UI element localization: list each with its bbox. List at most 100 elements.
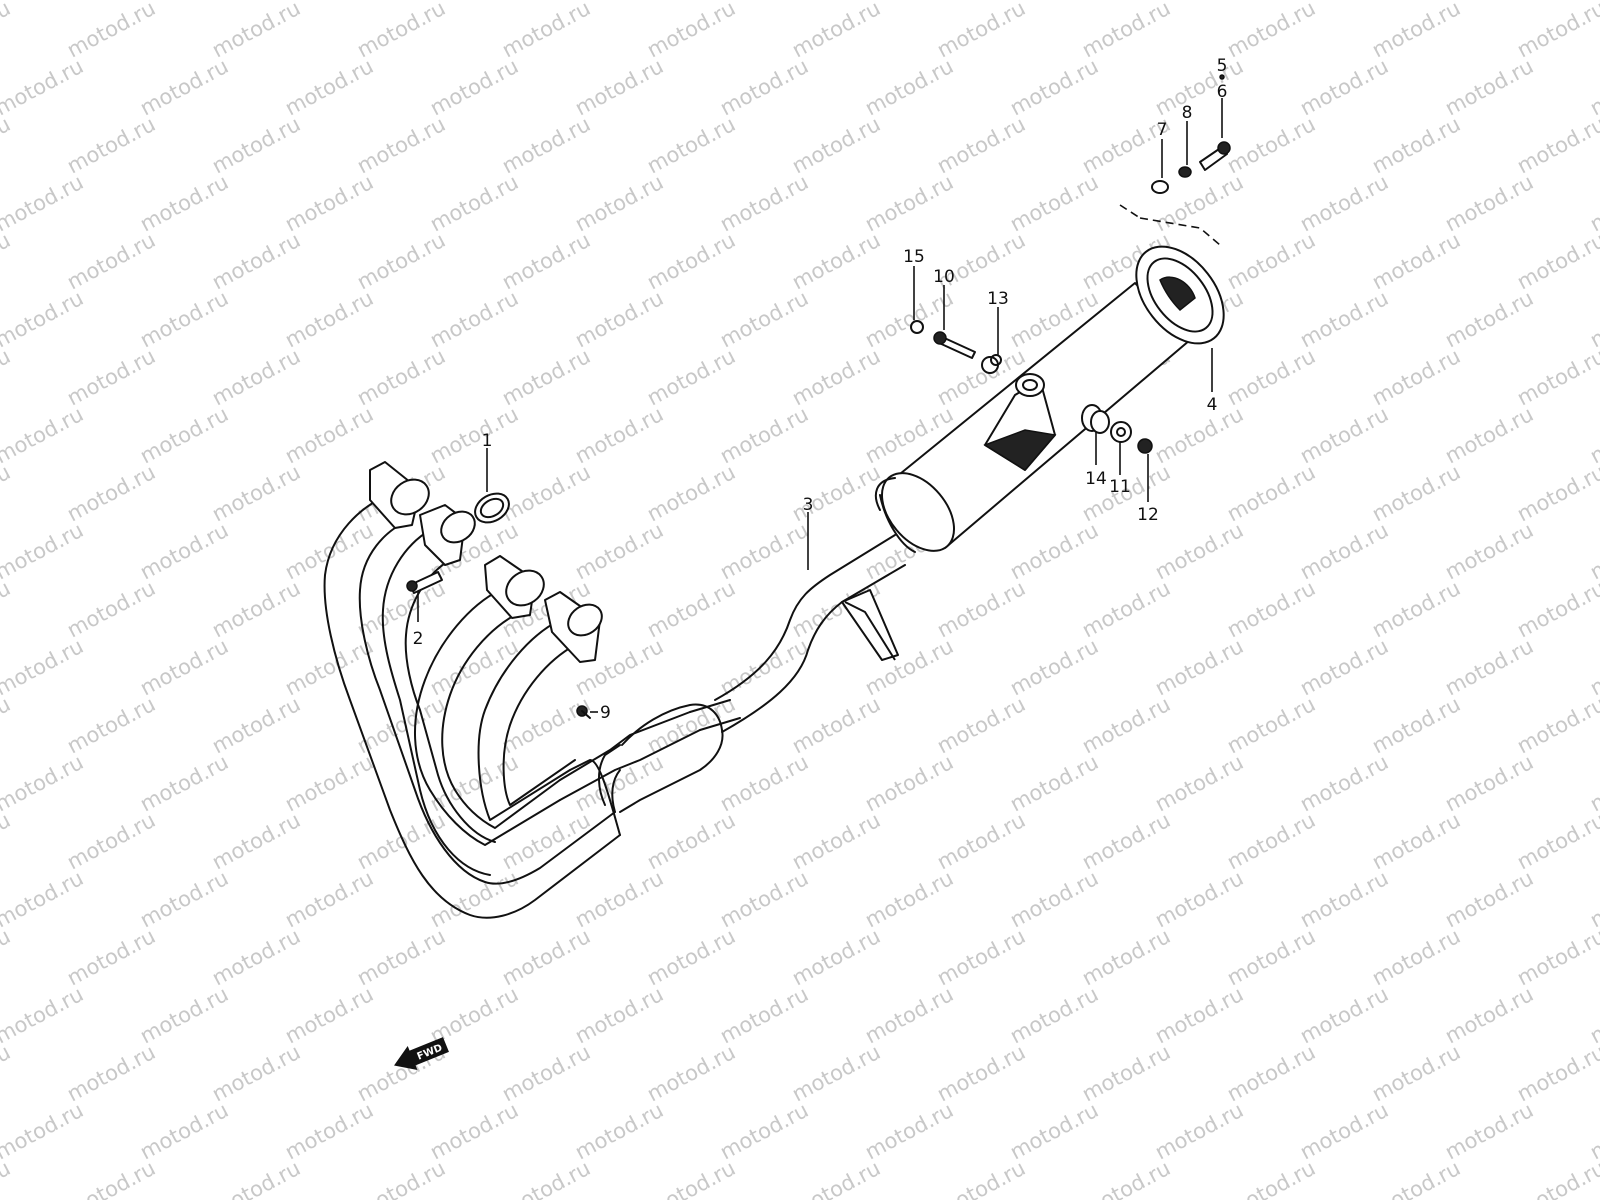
watermark-text: motod.ru: [0, 1098, 87, 1164]
watermark-text: motod.ru: [208, 576, 304, 642]
watermark-text: motod.ru: [1368, 228, 1464, 294]
watermark-text: motod.ru: [1441, 286, 1537, 352]
watermark-text: motod.ru: [353, 924, 449, 990]
watermark-text: motod.ru: [1368, 576, 1464, 642]
watermark-text: motod.ru: [571, 1098, 667, 1164]
watermark-text: motod.ru: [1513, 808, 1600, 874]
watermark-text: motod.ru: [1513, 924, 1600, 990]
watermark-text: motod.ru: [208, 0, 304, 62]
watermark-text: motod.ru: [643, 112, 739, 178]
watermark-text: motod.ru: [0, 808, 14, 874]
watermark-text: motod.ru: [1078, 808, 1174, 874]
watermark-text: motod.ru: [208, 112, 304, 178]
watermark-text: motod.ru: [136, 402, 232, 468]
watermark-text: motod.ru: [63, 0, 159, 62]
watermark-text: motod.ru: [1441, 634, 1537, 700]
watermark-text: motod.ru: [1368, 808, 1464, 874]
watermark-text: motod.ru: [1586, 982, 1600, 1048]
watermark-text: motod.ru: [426, 170, 522, 236]
watermark-text: motod.ru: [1441, 402, 1537, 468]
watermark-text: motod.ru: [1296, 54, 1392, 120]
watermark-text: motod.ru: [1441, 518, 1537, 584]
watermark-text: motod.ru: [788, 924, 884, 990]
clamp-screw: [576, 705, 591, 719]
watermark-text: motod.ru: [208, 808, 304, 874]
watermark-text: motod.ru: [498, 1156, 594, 1200]
watermark-text: motod.ru: [933, 1040, 1029, 1106]
watermark-text: motod.ru: [643, 808, 739, 874]
watermark-text: motod.ru: [861, 750, 957, 816]
watermark-text: motod.ru: [353, 808, 449, 874]
watermark-text: motod.ru: [0, 112, 14, 178]
watermark-text: motod.ru: [0, 750, 87, 816]
watermark-text: motod.ru: [63, 924, 159, 990]
watermark-text: motod.ru: [643, 228, 739, 294]
watermark-text: motod.ru: [571, 286, 667, 352]
watermark-text: motod.ru: [716, 402, 812, 468]
watermark-text: motod.ru: [1586, 750, 1600, 816]
watermark-text: motod.ru: [208, 1040, 304, 1106]
watermark-text: motod.ru: [1586, 170, 1600, 236]
watermark-text: motod.ru: [643, 1040, 739, 1106]
watermark-text: motod.ru: [716, 1098, 812, 1164]
watermark-text: motod.ru: [861, 866, 957, 932]
watermark-text: motod.ru: [281, 286, 377, 352]
watermark-text: motod.ru: [1513, 112, 1600, 178]
watermark-text: motod.ru: [353, 228, 449, 294]
watermark-text: motod.ru: [1151, 866, 1247, 932]
callout-leaders: [417, 98, 1223, 713]
watermark-text: motod.ru: [933, 808, 1029, 874]
watermark-text: motod.ru: [1441, 982, 1537, 1048]
watermark-text: motod.ru: [0, 54, 87, 120]
watermark-text: motod.ru: [0, 634, 87, 700]
watermark-text: motod.ru: [643, 344, 739, 410]
watermark-text: motod.ru: [788, 808, 884, 874]
watermark-text: motod.ru: [788, 692, 884, 758]
watermark-text: motod.ru: [353, 344, 449, 410]
watermark-text: motod.ru: [1223, 924, 1319, 990]
exhaust-header-pipes: [323, 491, 741, 919]
watermark-text: motod.ru: [63, 1156, 159, 1200]
callout-5: 5: [1217, 56, 1228, 76]
watermark-text: motod.ru: [1078, 924, 1174, 990]
watermark-text: motod.ru: [1368, 344, 1464, 410]
watermark-text: motod.ru: [1223, 1156, 1319, 1200]
watermark-text: motod.ru: [498, 0, 594, 62]
callout-6: 6: [1217, 82, 1228, 102]
watermark-text: motod.ru: [1078, 1156, 1174, 1200]
watermark-text: motod.ru: [861, 54, 957, 120]
watermark-text: motod.ru: [571, 402, 667, 468]
watermark-text: motod.ru: [1151, 1098, 1247, 1164]
watermark-text: motod.ru: [1223, 808, 1319, 874]
watermark-text: motod.ru: [0, 1040, 14, 1106]
watermark-text: motod.ru: [1078, 0, 1174, 62]
watermark-text: motod.ru: [716, 170, 812, 236]
watermark-text: motod.ru: [1006, 518, 1102, 584]
callout-4: 4: [1207, 395, 1218, 415]
watermark-text: motod.ru: [1513, 576, 1600, 642]
watermark-text: motod.ru: [861, 982, 957, 1048]
watermark-text: motod.ru: [1296, 286, 1392, 352]
watermark-text: motod.ru: [63, 460, 159, 526]
watermark-text: motod.ru: [136, 54, 232, 120]
watermark-text: motod.ru: [136, 170, 232, 236]
watermark-text: motod.ru: [1151, 402, 1247, 468]
watermark-text: motod.ru: [1586, 634, 1600, 700]
watermark-text: motod.ru: [571, 982, 667, 1048]
callout-7: 7: [1157, 120, 1168, 140]
header-flanges: [369, 461, 603, 663]
watermark-text: motod.ru: [208, 1156, 304, 1200]
watermark-text: motod.ru: [1368, 112, 1464, 178]
watermark-text: motod.ru: [208, 344, 304, 410]
mount-hardware: [910, 74, 1231, 454]
watermark-text: motod.ru: [136, 518, 232, 584]
watermark-text: motod.ru: [571, 518, 667, 584]
watermark-text: motod.ru: [1078, 1040, 1174, 1106]
watermark-text: motod.ru: [1368, 0, 1464, 62]
watermark-text: motod.ru: [1368, 460, 1464, 526]
watermark-text: motod.ru: [788, 0, 884, 62]
watermark-text: motod.ru: [1513, 1040, 1600, 1106]
watermark-text: motod.ru: [136, 866, 232, 932]
watermark-text: motod.ru: [716, 750, 812, 816]
